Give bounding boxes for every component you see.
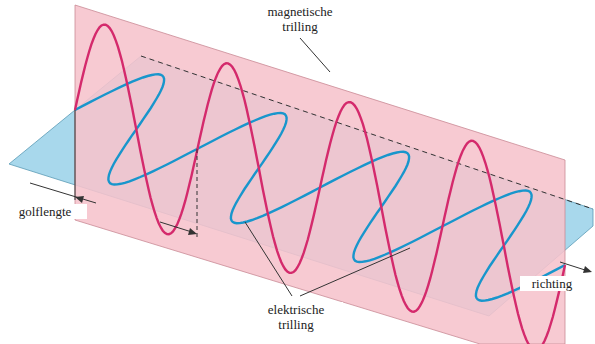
wavelength-tick — [197, 149, 198, 240]
wavelength-arrow — [30, 183, 96, 203]
electric-label: elektrische trilling — [249, 302, 343, 332]
arrowhead — [583, 266, 592, 273]
leader-line — [300, 248, 410, 296]
arrowhead — [75, 196, 84, 203]
arrowhead — [188, 228, 197, 235]
magnetic-label: magnetische trilling — [253, 4, 347, 34]
hidden-edge — [141, 56, 593, 209]
magnetic-wave — [75, 25, 565, 344]
direction-arrow — [560, 262, 585, 270]
wavelength-label: golflengte — [3, 204, 87, 219]
direction-label: richting — [520, 276, 584, 291]
leader-line — [245, 222, 292, 296]
wavelength-tick — [75, 110, 76, 200]
leader-line — [300, 38, 330, 72]
